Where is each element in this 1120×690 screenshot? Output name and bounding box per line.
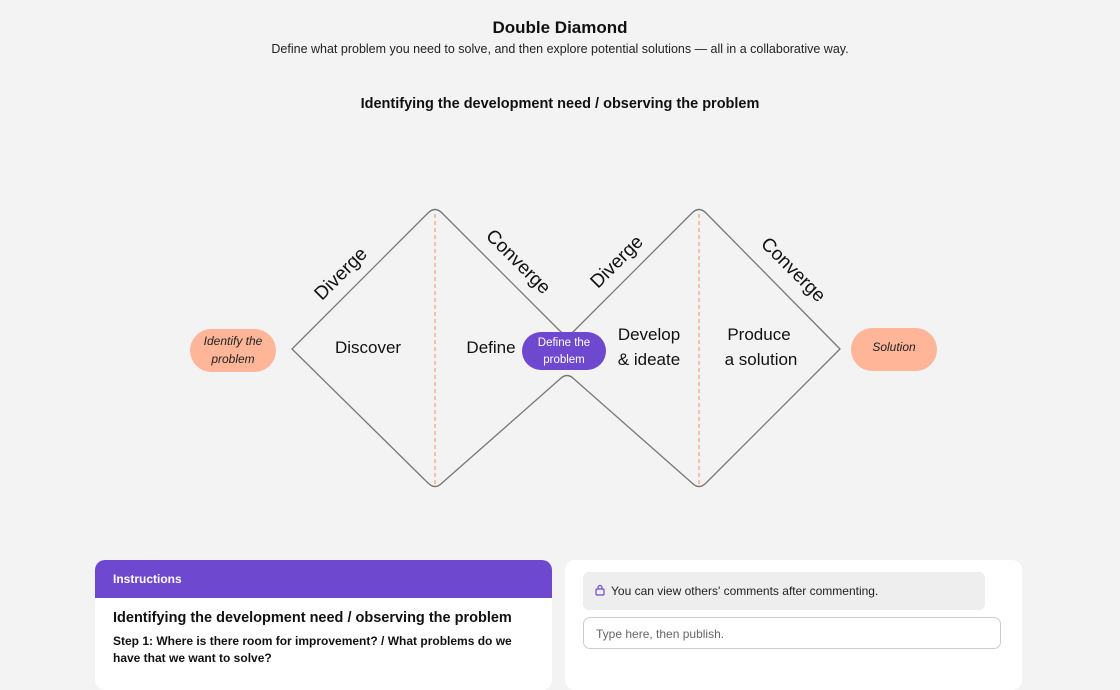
middle-pill-line-1: Define the — [538, 337, 590, 349]
page-subtitle: Define what problem you need to solve, a… — [271, 42, 849, 56]
lock-icon — [595, 573, 605, 611]
comments-notice: You can view others' comments after comm… — [583, 572, 985, 610]
phase-discover: Discover — [335, 338, 401, 357]
start-pill-line-1: Identify the — [204, 334, 263, 348]
comments-panel: You can view others' comments after comm… — [565, 560, 1022, 690]
phase-produce-line-1: Produce — [727, 325, 790, 344]
converge-label-2: Converge — [756, 234, 829, 307]
diverge-label-2: Diverge — [587, 232, 648, 293]
phase-develop-line-1: Develop — [618, 325, 680, 344]
end-pill: Solution — [851, 328, 937, 371]
first-diamond-outline — [291, 208, 841, 488]
comments-notice-text: You can view others' comments after comm… — [611, 584, 879, 598]
instructions-panel: Instructions Identifying the development… — [95, 560, 552, 690]
instructions-step: Step 1: Where is there room for improvem… — [113, 634, 512, 665]
section-heading: Identifying the development need / obser… — [360, 96, 760, 112]
comment-input[interactable]: Type here, then publish. — [583, 617, 1001, 649]
converge-label-1: Converge — [481, 226, 554, 299]
instructions-tab: Instructions — [95, 560, 552, 598]
phase-develop-line-2: & ideate — [618, 350, 680, 369]
instructions-heading: Identifying the development need / obser… — [113, 610, 512, 626]
start-pill: Identify the problem — [190, 329, 276, 372]
end-pill-label: Solution — [872, 340, 916, 354]
double-diamond-diagram: Diverge Converge Diverge Converge Discov… — [190, 208, 937, 488]
diverge-label-1: Diverge — [311, 244, 372, 305]
phase-produce-line-2: a solution — [725, 350, 798, 369]
middle-pill-line-2: problem — [543, 354, 585, 366]
middle-pill: Define the problem — [522, 332, 606, 370]
start-pill-line-2: problem — [210, 352, 254, 366]
phase-define: Define — [466, 338, 515, 357]
page-title: Double Diamond — [492, 18, 628, 37]
